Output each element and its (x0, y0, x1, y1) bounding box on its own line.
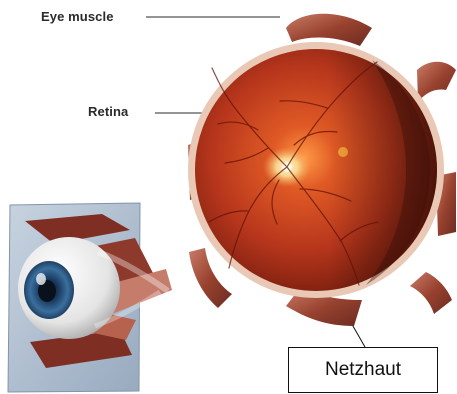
eyeball-cross-section (188, 42, 444, 298)
netzhaut-callout-box: Netzhaut (288, 347, 438, 393)
netzhaut-callout-text: Netzhaut (325, 359, 401, 381)
eye-muscle-label: Eye muscle (41, 9, 114, 24)
retina-label: Retina (88, 104, 128, 119)
small-eye-inset (8, 203, 172, 392)
